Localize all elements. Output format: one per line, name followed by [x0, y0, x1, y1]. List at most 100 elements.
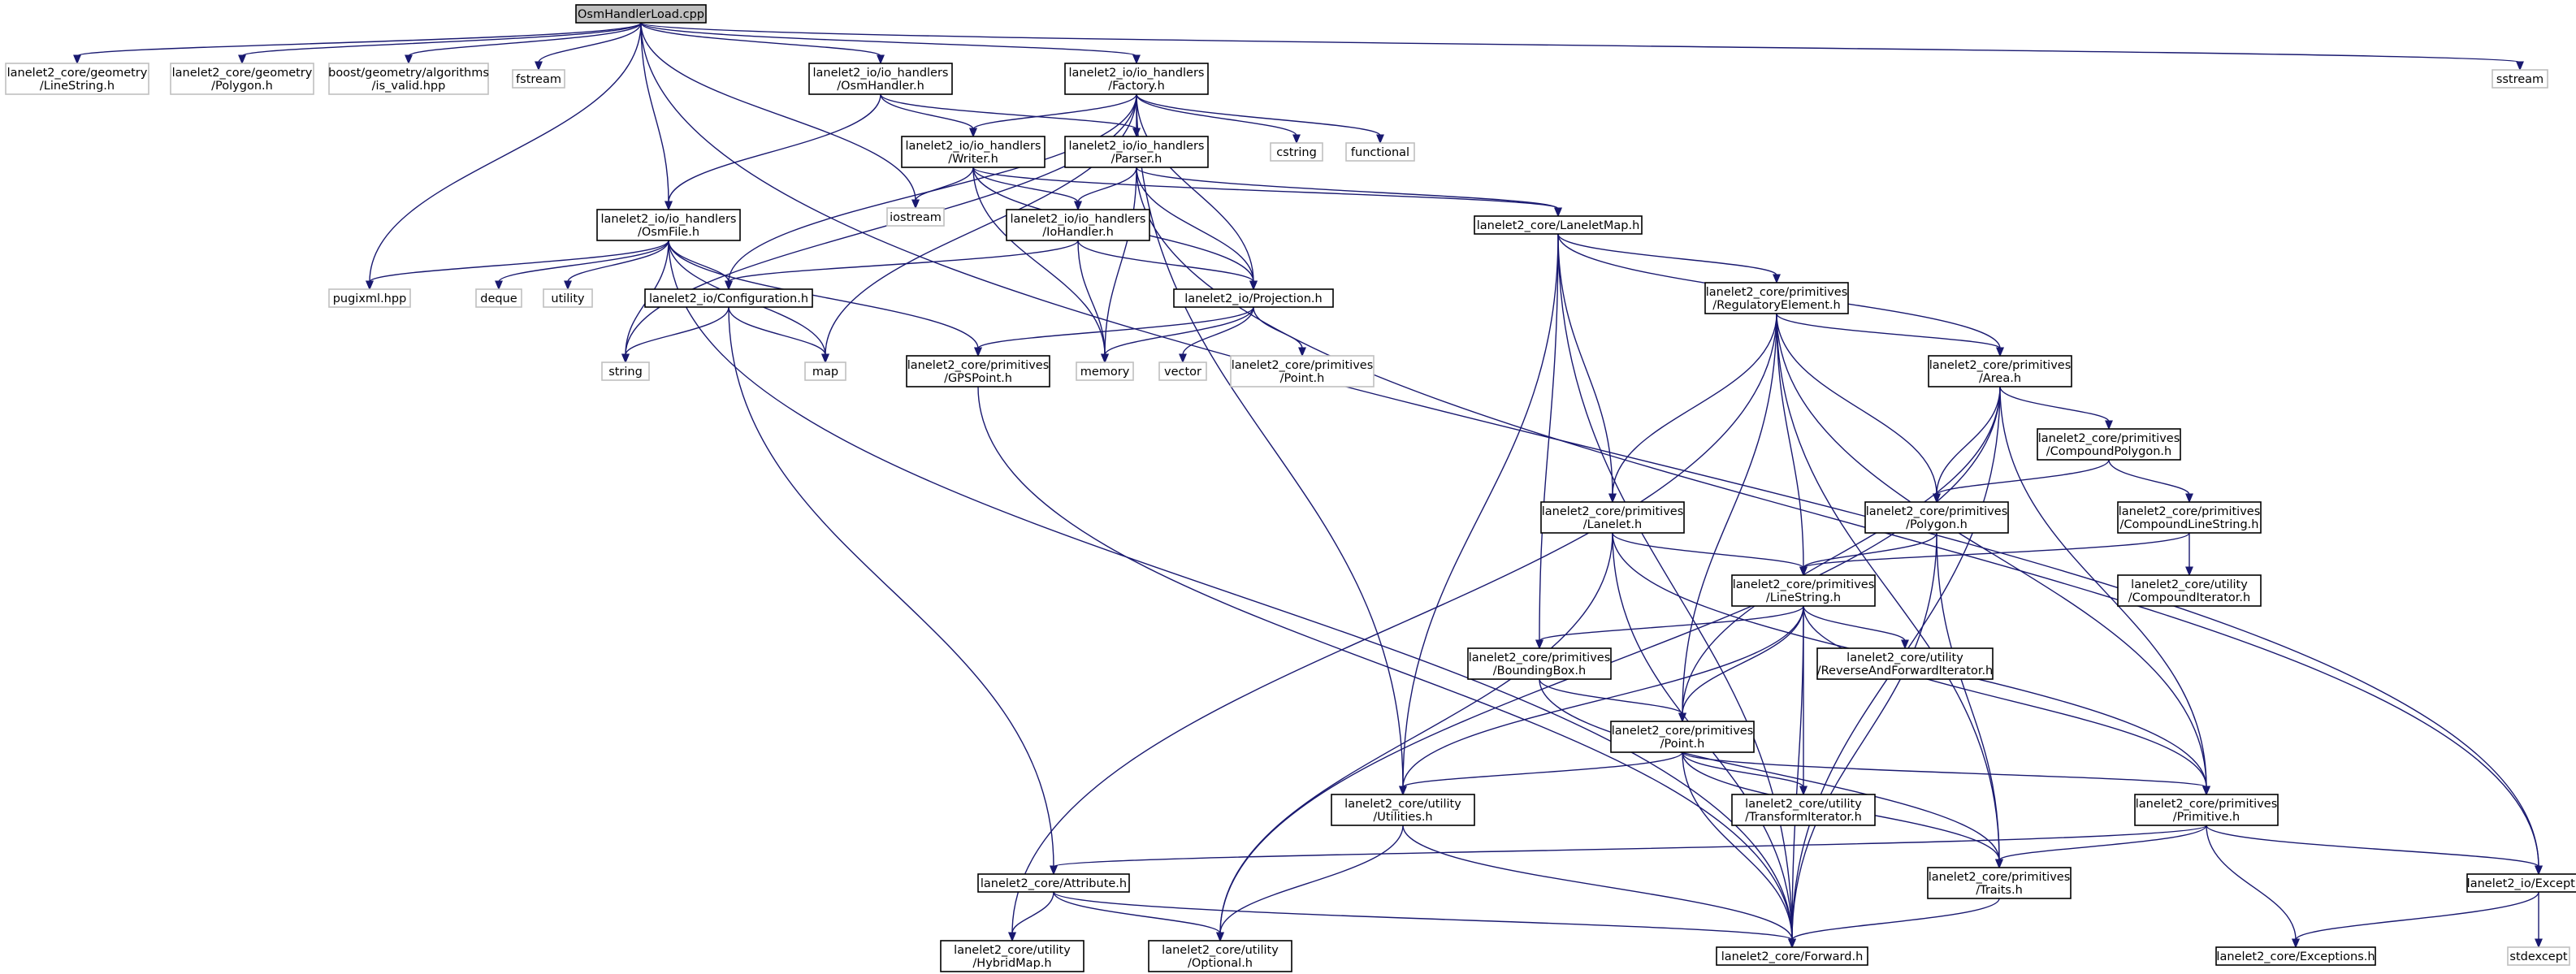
node-box	[1148, 940, 1292, 972]
node-iohandler[interactable]: lanelet2_io/io_handlers/IoHandler.h	[1006, 209, 1150, 241]
node-functional[interactable]: functional	[1345, 142, 1415, 162]
node-compiter[interactable]: lanelet2_core/utility/CompoundIterator.h	[2117, 574, 2262, 607]
node-exc_core[interactable]: lanelet2_core/Exceptions.h	[2215, 946, 2376, 966]
node-label-line: lanelet2_io/io_handlers	[1068, 67, 1204, 80]
node-utilities[interactable]: lanelet2_core/utility/Utilities.h	[1331, 794, 1475, 826]
node-transiter[interactable]: lanelet2_core/utility/TransformIterator.…	[1731, 794, 1876, 826]
node-map[interactable]: map	[804, 361, 846, 381]
node-label-line: lanelet2_core/primitives	[907, 359, 1050, 372]
node-config[interactable]: lanelet2_io/Configuration.h	[644, 288, 813, 308]
node-lanelet[interactable]: lanelet2_core/primitives/Lanelet.h	[1540, 501, 1685, 534]
edge-linestring-to-primitive	[1803, 605, 2210, 796]
node-memory[interactable]: memory	[1076, 361, 1134, 381]
node-label-line: vector	[1164, 366, 1201, 379]
node-box	[1158, 361, 1207, 381]
node-box	[808, 63, 953, 95]
node-stdexcept[interactable]: stdexcept	[2507, 946, 2570, 966]
node-gpspoint[interactable]: lanelet2_core/primitives/GPSPoint.h	[906, 355, 1050, 387]
node-box	[644, 288, 813, 308]
edge-parser-to-laneletmap	[1136, 167, 1562, 218]
node-traits[interactable]: lanelet2_core/primitives/Traits.h	[1927, 867, 2072, 899]
node-hybridmap[interactable]: lanelet2_core/utility/HybridMap.h	[940, 940, 1085, 972]
edge-regelem-to-lanelet	[1608, 313, 1777, 504]
node-factory[interactable]: lanelet2_io/io_handlers/Factory.h	[1064, 63, 1209, 95]
node-exc_io[interactable]: lanelet2_io/Exceptions.h	[2466, 873, 2576, 893]
node-optional[interactable]: lanelet2_core/utility/Optional.h	[1148, 940, 1292, 972]
node-box	[1270, 142, 1323, 162]
edge-factory-to-projection	[1136, 93, 1258, 291]
node-box	[1731, 794, 1876, 826]
node-label-line: /OsmHandler.h	[837, 80, 924, 93]
edge-osmhandler-to-osmfile	[665, 93, 881, 211]
edge-projection-to-vector	[1179, 306, 1254, 364]
node-label-line: /RegulatoryElement.h	[1712, 299, 1840, 312]
edge-primitive-to-attribute	[1050, 825, 2207, 876]
node-boost[interactable]: boost/geometry/algorithms/is_valid.hpp	[328, 63, 489, 95]
node-sstream[interactable]: sstream	[2492, 69, 2548, 89]
node-box	[1864, 501, 2009, 534]
node-box	[2117, 501, 2262, 534]
node-writer[interactable]: lanelet2_io/io_handlers/Writer.h	[901, 136, 1046, 168]
node-label-line: functional	[1351, 146, 1409, 159]
node-box	[328, 288, 411, 308]
node-point[interactable]: lanelet2_core/primitives/Point.h	[1610, 721, 1755, 753]
node-label-line: stdexcept	[2509, 950, 2568, 963]
edge-exc_io-to-stdexcept	[2535, 892, 2543, 949]
edge-root-to-osmhandler	[640, 22, 885, 65]
node-label-line: lanelet2_core/primitives	[1733, 578, 1875, 591]
edge-config-to-map	[728, 306, 829, 364]
node-laneletmap[interactable]: lanelet2_core/LaneletMap.h	[1474, 215, 1643, 235]
node-fstream[interactable]: fstream	[512, 69, 565, 89]
node-cstring[interactable]: cstring	[1270, 142, 1323, 162]
node-area[interactable]: lanelet2_core/primitives/Area.h	[1928, 355, 2072, 387]
node-attribute[interactable]: lanelet2_core/Attribute.h	[977, 873, 1130, 893]
node-utility[interactable]: utility	[543, 288, 593, 308]
edge-iohandler-to-projection	[1077, 240, 1258, 291]
node-osmhandler[interactable]: lanelet2_io/io_handlers/OsmHandler.h	[808, 63, 953, 95]
node-label-line: /Utilities.h	[1373, 811, 1432, 824]
node-g_ls[interactable]: lanelet2_core/geometry/LineString.h	[5, 63, 149, 95]
node-string[interactable]: string	[601, 361, 650, 381]
node-box	[1064, 63, 1209, 95]
node-pugixml[interactable]: pugixml.hpp	[328, 288, 411, 308]
node-linestring[interactable]: lanelet2_core/primitives/LineString.h	[1731, 574, 1876, 607]
edge-root-to-g_poly	[238, 22, 642, 65]
edge-iohandler-to-config	[725, 240, 1079, 291]
node-box	[575, 4, 707, 24]
edge-primitive-to-exc_io	[2206, 825, 2543, 876]
node-label-line: /IoHandler.h	[1042, 226, 1114, 239]
node-bbox[interactable]: lanelet2_core/primitives/BoundingBox.h	[1467, 647, 1612, 680]
node-p_point_sys[interactable]: lanelet2_core/primitives/Point.h	[1230, 355, 1375, 387]
node-regelem[interactable]: lanelet2_core/primitives/RegulatoryEleme…	[1704, 282, 1849, 314]
edge-projection-to-gpspoint	[974, 306, 1254, 357]
edge-bbox-to-point	[1539, 678, 1686, 723]
node-polygon[interactable]: lanelet2_core/primitives/Polygon.h	[1864, 501, 2009, 534]
node-box	[906, 355, 1050, 387]
node-primitive[interactable]: lanelet2_core/primitives/Primitive.h	[2134, 794, 2279, 826]
node-forward[interactable]: lanelet2_core/Forward.h	[1716, 946, 1868, 966]
node-vector[interactable]: vector	[1158, 361, 1207, 381]
node-cls[interactable]: lanelet2_core/primitives/CompoundLineStr…	[2117, 501, 2262, 534]
node-box	[1006, 209, 1150, 241]
edge-factory-to-writer	[969, 93, 1137, 138]
node-iostream[interactable]: iostream	[886, 207, 945, 227]
node-osmfile[interactable]: lanelet2_io/io_handlers/OsmFile.h	[596, 209, 741, 241]
node-label-line: /CompoundLineString.h	[2120, 518, 2259, 531]
node-label-line: lanelet2_io/Configuration.h	[649, 292, 808, 305]
edge-parser-to-memory	[1101, 167, 1137, 364]
edge-laneletmap-to-utilities	[1399, 233, 1559, 796]
node-parser[interactable]: lanelet2_io/io_handlers/Parser.h	[1064, 136, 1209, 168]
node-label-line: /Point.h	[1660, 738, 1705, 751]
node-cpoly[interactable]: lanelet2_core/primitives/CompoundPolygon…	[2037, 428, 2181, 461]
node-label-line: lanelet2_core/primitives	[1232, 359, 1374, 372]
node-root[interactable]: OsmHandlerLoad.cpp	[575, 4, 707, 24]
node-deque[interactable]: deque	[475, 288, 522, 308]
node-label-line: /LineString.h	[1766, 591, 1841, 604]
node-g_poly[interactable]: lanelet2_core/geometry/Polygon.h	[170, 63, 314, 95]
node-projection[interactable]: lanelet2_io/Projection.h	[1173, 288, 1334, 308]
node-box	[2507, 946, 2570, 966]
node-label-line: /ReverseAndForwardIterator.h	[1817, 664, 1994, 677]
node-label-line: lanelet2_core/utility	[1745, 798, 1862, 811]
node-box	[475, 288, 522, 308]
node-revfwd[interactable]: lanelet2_core/utility/ReverseAndForwardI…	[1816, 647, 1994, 680]
